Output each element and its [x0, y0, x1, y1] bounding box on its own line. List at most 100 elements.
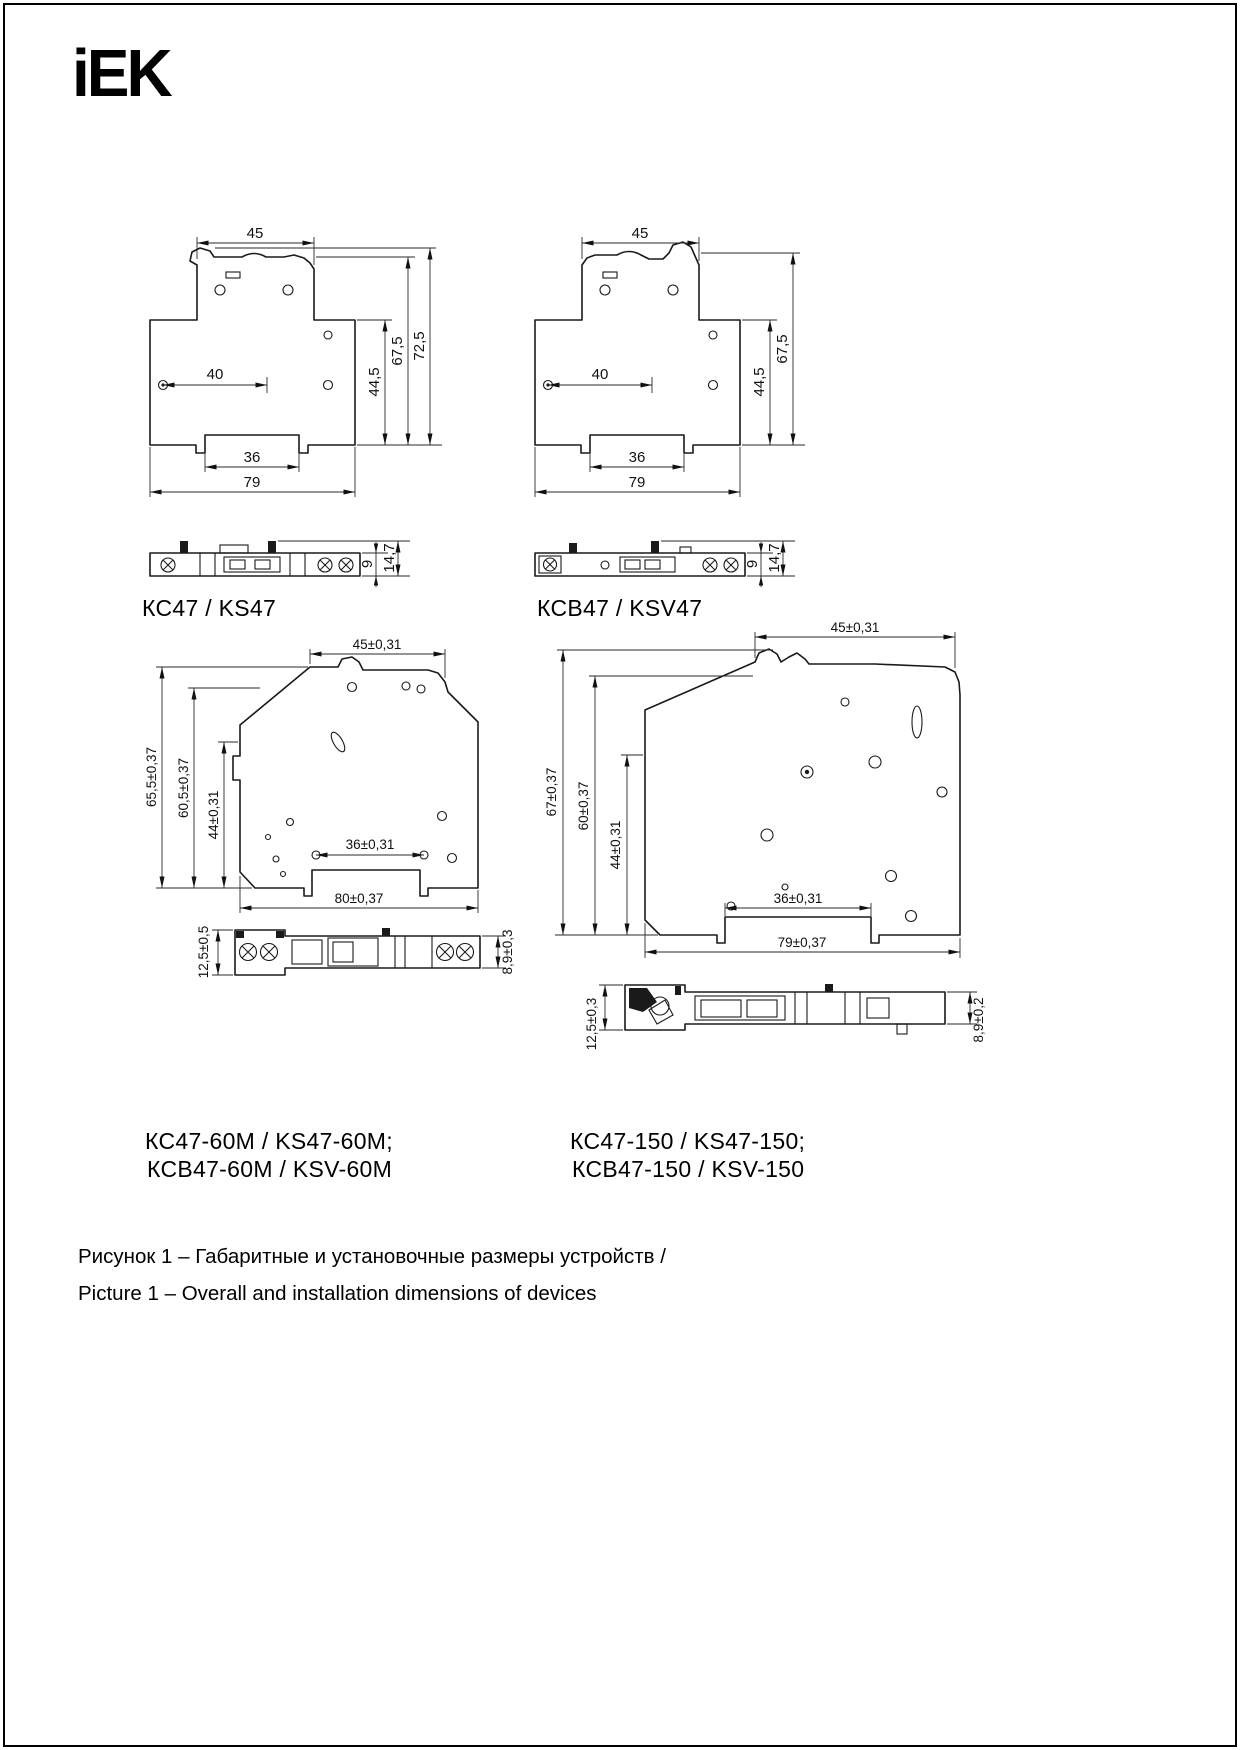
kc47-150-drawing: 45±0,31 67±0,37 60±0,37 44±0,31 36±0,31 [544, 620, 986, 1050]
kc47-60m-label-line2: КСВ47-60М / KSV-60M [147, 1156, 393, 1182]
slot-detail [330, 731, 346, 753]
caption-line1-ru: Рисунок 1 – Габаритные и установочные ра… [78, 1245, 666, 1268]
kc47-150-drawing-block: 45±0,31 67±0,37 60±0,37 44±0,31 36±0,31 [544, 620, 1015, 1195]
mount-hole [667, 284, 679, 296]
slot-detail [602, 271, 618, 279]
kc47-front-view [149, 247, 356, 454]
screw-head [435, 942, 455, 962]
mount-hole [436, 810, 448, 822]
mount-hole [401, 681, 411, 691]
screw-head [702, 557, 718, 573]
dim-notch-width: 36±0,31 [346, 837, 395, 852]
iek-logo: iEK [72, 35, 173, 111]
mount-hole [272, 855, 280, 863]
dim-side-height: 9 [359, 560, 376, 568]
dim-top-width: 45 [247, 225, 264, 242]
dim-height-shoulder: 44,5 [366, 367, 383, 396]
dim-height-body: 67,5 [389, 336, 406, 365]
mount-hole [840, 697, 850, 707]
screw-head [542, 557, 558, 572]
mount-hole [346, 681, 358, 693]
kc47-150-label-line2: КСВ47-150 / KSV-150 [572, 1156, 805, 1182]
dim-height-total: 65,5±0,37 [144, 747, 159, 807]
mount-hole [800, 765, 814, 779]
mount-hole [868, 755, 882, 769]
screw-head [238, 942, 258, 962]
dim-height-holes: 44±0,31 [206, 791, 221, 840]
dim-notch-width: 36±0,31 [774, 891, 823, 906]
dim-side-total-height: 12,5±0,5 [196, 926, 211, 978]
screw-head [160, 557, 176, 573]
dim-bottom-width: 79 [244, 474, 261, 491]
dim-notch-width: 36 [629, 449, 646, 466]
clip-detail [650, 996, 670, 1016]
dim-top-width: 45±0,31 [831, 620, 880, 635]
screw-head [723, 557, 739, 573]
dim-bottom-width: 80±0,37 [335, 891, 384, 906]
slot-detail [225, 271, 241, 279]
screw-head [455, 942, 475, 962]
dim-bottom-width: 79±0,37 [778, 935, 827, 950]
dim-bottom-width: 79 [629, 474, 646, 491]
lever-detail [600, 560, 610, 570]
kc47-label: КС47 / KS47 [142, 595, 277, 621]
mount-hole [904, 909, 918, 923]
mount-hole [781, 883, 789, 891]
dim-top-width: 45 [632, 225, 649, 242]
mount-hole [264, 833, 272, 841]
dim-height-holes: 44±0,31 [608, 821, 623, 870]
dim-top-width: 45±0,31 [353, 637, 402, 652]
kc47-drawing: 45 40 36 79 44,5 67,5 [149, 225, 442, 587]
ksv47-front-view [534, 241, 741, 454]
ksv47-drawing: 45 40 36 79 44,5 67,5 [534, 225, 805, 587]
mount-hole [599, 284, 611, 296]
mount-hole [726, 901, 736, 911]
kc47-dimensions: 45 40 36 79 44,5 67,5 [149, 225, 442, 497]
mount-hole [279, 870, 287, 878]
dim-height-total: 67±0,37 [545, 768, 559, 817]
kc47-150-label-line1: КС47-150 / KS47-150; [570, 1128, 806, 1154]
dim-side-total-height: 14,7 [381, 543, 398, 572]
dim-side-height: 8,9±0,2 [971, 998, 986, 1043]
mount-hole [285, 817, 295, 827]
kc47-60m-label-line1: КС47-60М / KS47-60M; [145, 1128, 393, 1154]
dim-side-height: 8,9±0,3 [500, 930, 515, 975]
dim-height-shoulder: 44,5 [751, 367, 768, 396]
dim-holes-span: 40 [592, 366, 609, 383]
kc47-150-bottom-view: 12,5±0,3 8,9±0,2 [584, 984, 986, 1050]
mount-hole [884, 869, 898, 883]
mount-hole [416, 684, 426, 694]
caption-line2-en: Picture 1 – Overall and installation dim… [78, 1282, 597, 1305]
slot-detail [911, 705, 923, 739]
mount-hole [323, 330, 333, 340]
mount-hole [282, 284, 294, 296]
mount-hole [214, 284, 226, 296]
kc47-150-dimensions: 45±0,31 67±0,37 60±0,37 44±0,31 36±0,31 [544, 620, 961, 958]
mount-hole [446, 852, 458, 864]
dim-height-mid: 60,5±0,37 [176, 758, 191, 818]
kc47-60m-dimensions: 45±0,31 65,5±0,37 60,5±0,37 44±0,31 36±0… [144, 637, 479, 913]
dim-height-mid: 60±0,37 [576, 782, 591, 831]
ksv47-dimensions: 45 40 36 79 44,5 67,5 [534, 225, 805, 497]
ksv47-drawing-block: 45 40 36 79 44,5 67,5 [505, 195, 855, 627]
dim-side-total-height: 14,7 [766, 543, 783, 572]
mount-hole [322, 379, 334, 391]
screw-head [338, 557, 354, 573]
mount-hole [936, 786, 948, 798]
dim-side-total-height: 12,5±0,3 [584, 998, 599, 1050]
kc47-60m-front-view [232, 656, 479, 897]
screw-head [317, 557, 333, 573]
din-tab [896, 1023, 908, 1035]
dim-height-total: 72,5 [411, 331, 428, 360]
kc47-60m-bottom-view: 12,5±0,5 8,9±0,3 [196, 926, 515, 978]
mount-hole [708, 330, 718, 340]
dim-height-body: 67,5 [774, 334, 791, 363]
mount-hole [760, 828, 774, 842]
mount-hole [707, 379, 719, 391]
kc47-60m-drawing-block: 45±0,31 65,5±0,37 60,5±0,37 44±0,31 36±0… [140, 630, 520, 1195]
screw-head [259, 942, 279, 962]
kc47-side-view: 9 14,7 [149, 540, 410, 587]
dim-holes-span: 40 [207, 366, 224, 383]
dim-notch-width: 36 [244, 449, 261, 466]
